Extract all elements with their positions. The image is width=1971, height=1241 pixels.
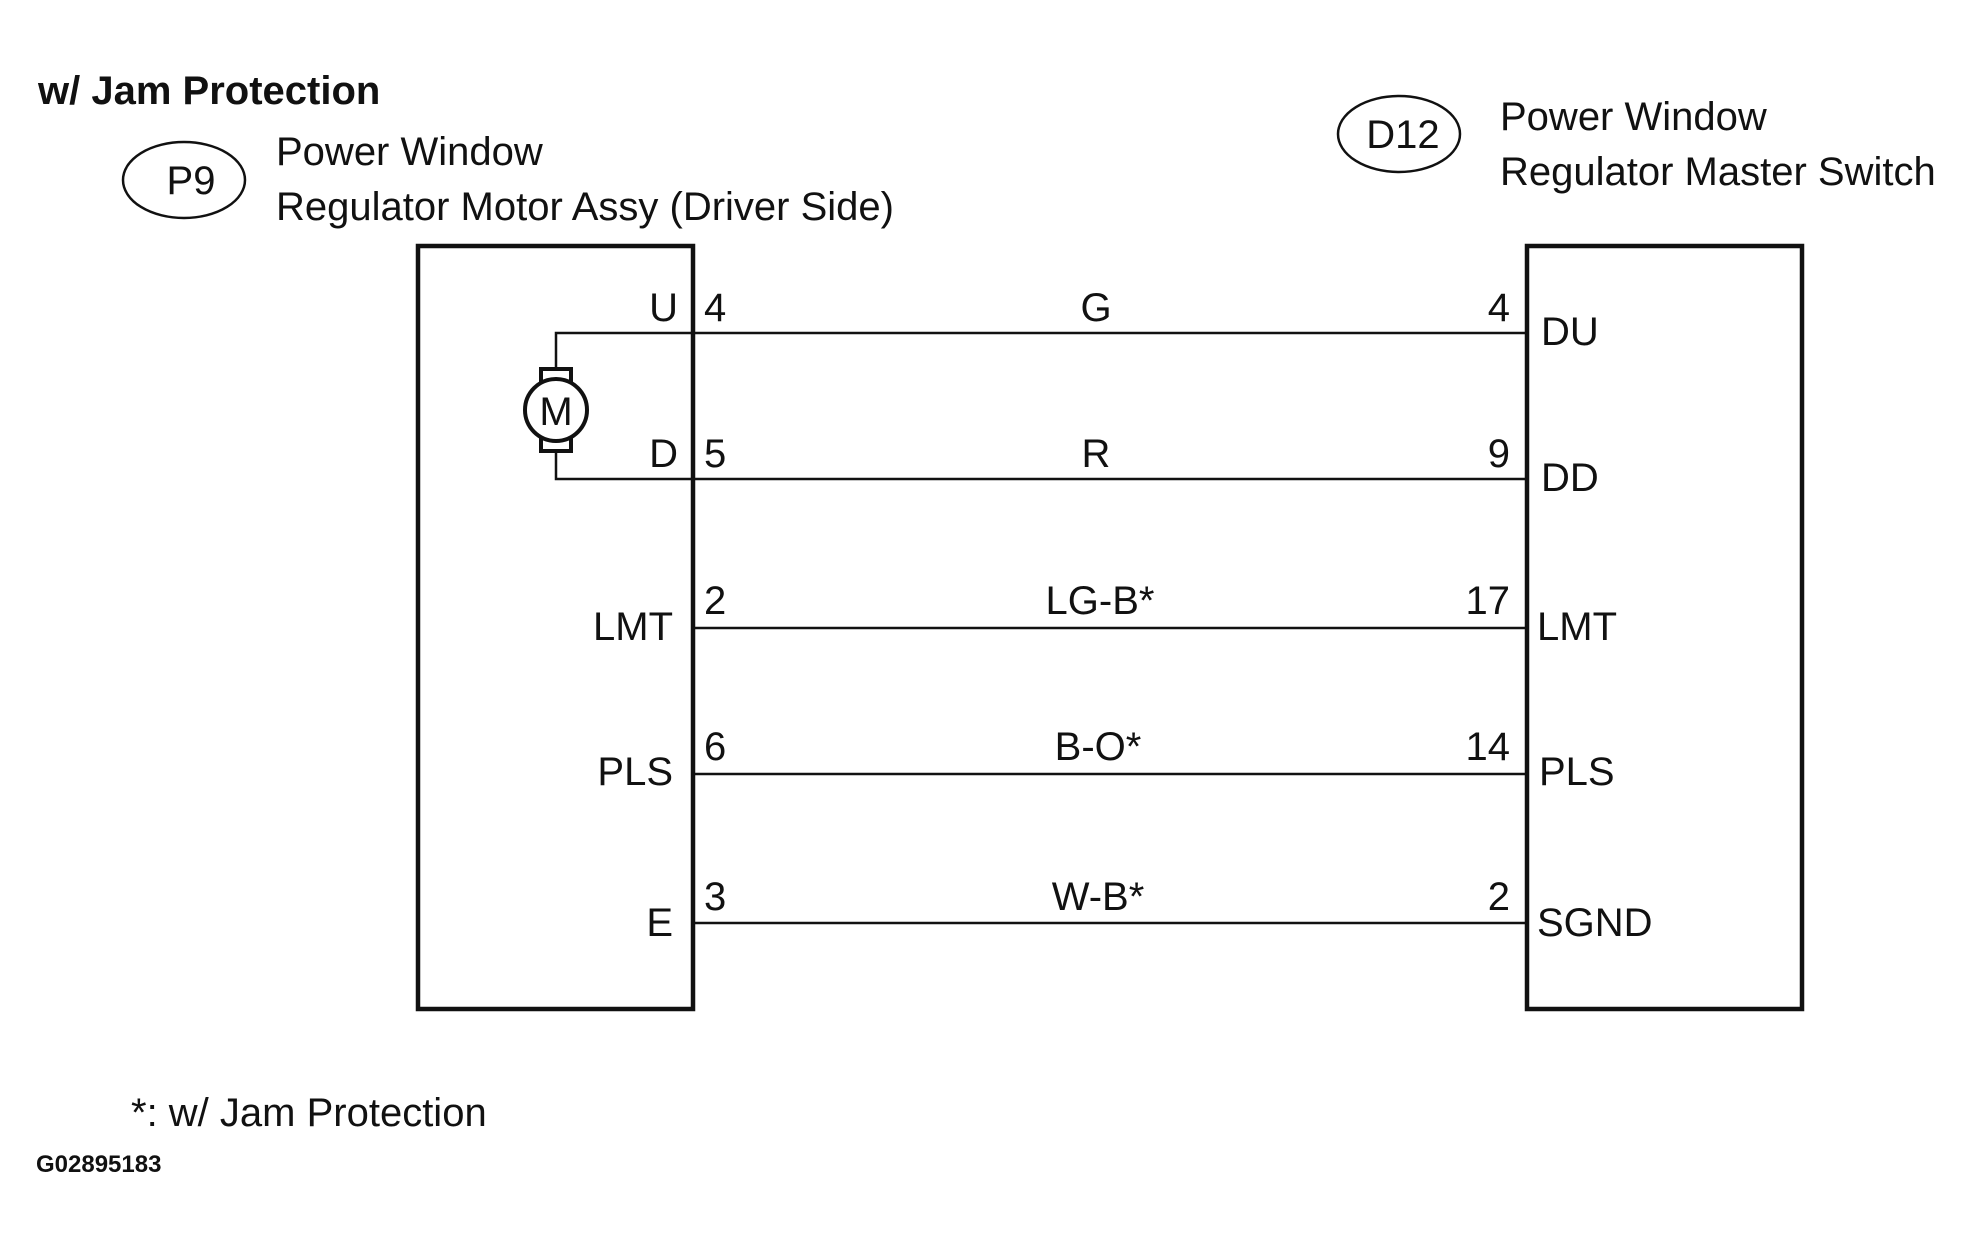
wire-row: LMT 2 LG-B* 17 LMT [593, 579, 1617, 649]
left-pin-number: 3 [704, 875, 726, 919]
right-terminal-label: LMT [1537, 605, 1617, 649]
right-component-header: D12 Power Window Regulator Master Switch [1336, 94, 1936, 194]
wire-row: U 4 G 4 DU [649, 286, 1599, 354]
right-component-name-line2: Regulator Master Switch [1500, 150, 1936, 194]
wire-color-label: B-O* [1055, 725, 1142, 769]
right-terminal-label: SGND [1537, 901, 1653, 945]
right-terminal-label: PLS [1539, 750, 1615, 794]
left-connector-code-oval [121, 140, 247, 220]
motor-lead-lower [554, 450, 693, 481]
motor-symbol-letter: M [539, 390, 572, 434]
wire-color-label: LG-B* [1046, 579, 1155, 623]
left-terminal-label: E [646, 901, 673, 945]
diagram-heading: w/ Jam Protection [37, 69, 380, 113]
right-terminal-label: DD [1541, 456, 1599, 500]
wire-color-label: W-B* [1052, 875, 1145, 919]
left-component-name-line2: Regulator Motor Assy (Driver Side) [276, 185, 894, 229]
left-component-header: P9 Power Window Regulator Motor Assy (Dr… [121, 130, 894, 229]
left-pin-number: 6 [704, 725, 726, 769]
wire-row: D 5 R 9 DD [649, 432, 1599, 500]
left-terminal-label: LMT [593, 605, 673, 649]
right-pin-number: 2 [1488, 875, 1510, 919]
left-terminal-label: PLS [597, 750, 673, 794]
right-connector-code-oval [1336, 94, 1462, 174]
left-component-name-line1: Power Window [276, 130, 543, 174]
left-pin-number: 5 [704, 432, 726, 476]
figure-code: G02895183 [36, 1151, 161, 1178]
right-pin-number: 4 [1488, 286, 1510, 330]
wire-color-label: R [1082, 432, 1111, 476]
left-terminal-label: U [649, 286, 678, 330]
right-pin-number: 14 [1466, 725, 1511, 769]
wire-row: PLS 6 B-O* 14 PLS [597, 725, 1614, 794]
wire-color-label: G [1080, 286, 1111, 330]
right-pin-number: 17 [1466, 579, 1511, 623]
motor-symbol: M [523, 331, 693, 481]
left-terminal-label: D [649, 432, 678, 476]
left-pin-number: 4 [704, 286, 726, 330]
left-pin-number: 2 [704, 579, 726, 623]
right-terminal-label: DU [1541, 310, 1599, 354]
wire-row: E 3 W-B* 2 SGND [646, 875, 1652, 945]
motor-circle [523, 377, 589, 443]
footnote: *: w/ Jam Protection [131, 1091, 487, 1135]
right-pin-number: 9 [1488, 432, 1510, 476]
right-component-name-line1: Power Window [1500, 95, 1767, 139]
motor-lead-upper [554, 331, 693, 370]
left-connector-code: P9 [167, 159, 216, 203]
right-connector-code: D12 [1366, 113, 1439, 157]
